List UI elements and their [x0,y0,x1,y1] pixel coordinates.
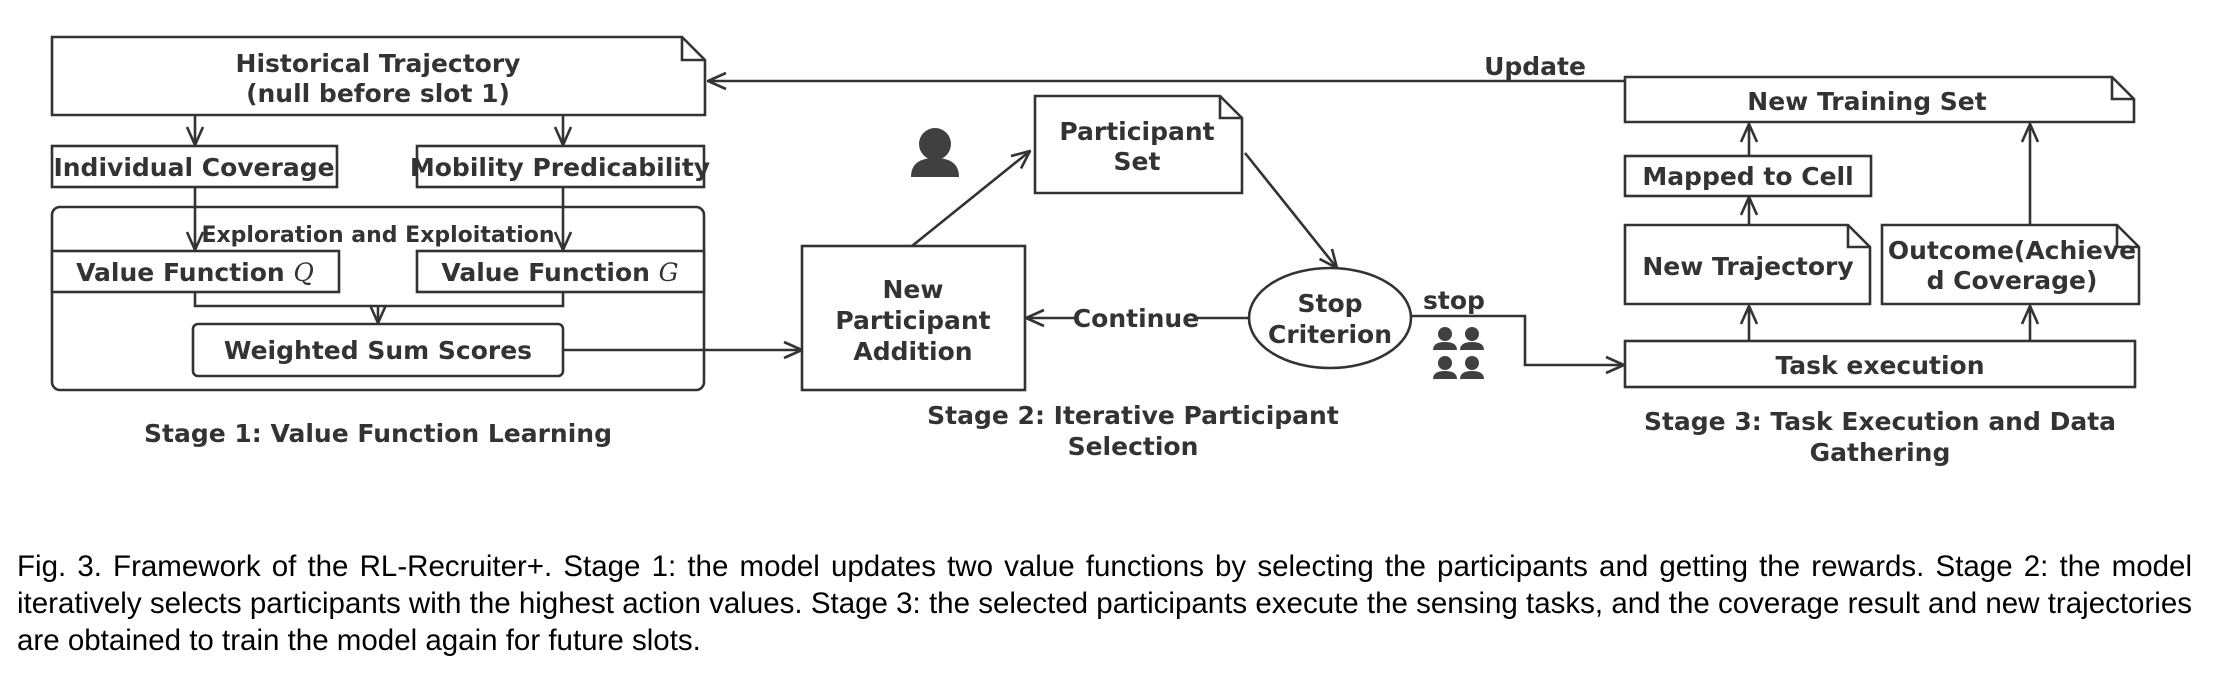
individual-coverage-box [50,144,339,189]
stage3-title: Stage 3: Task Execution and Data [1644,407,2116,436]
mobility-predictability-label: Mobility Predicability [410,153,710,182]
figure-caption: Fig. 3. Framework of the RL-Recruiter+. … [17,550,2192,657]
stop-label: stop [1423,286,1485,315]
new-participant-addition-label-3: Addition [853,337,972,366]
new-training-set-label: New Training Set [1747,87,1986,116]
outcome-label: Outcome(Achieve [1888,236,2136,265]
stage3-group: Update New Training Set Mapped to Cell N… [708,52,2141,467]
people-group-icon [1433,327,1484,379]
historical-trajectory-sublabel: (null before slot 1) [246,79,510,108]
value-function-g-box [415,249,706,294]
value-function-q-box [50,249,341,294]
exploration-exploitation-label: Exploration and Exploitation [201,223,554,248]
new-trajectory-label: New Trajectory [1642,252,1853,281]
task-execution-box [1623,339,2137,389]
new-trajectory-box [1623,223,1872,306]
stage2-title: Stage 2: Iterative Participant [927,401,1339,430]
participant-set-label: Participant [1059,117,1214,146]
individual-coverage-label: Individual Coverage [53,153,334,182]
stage3-title-line2: Gathering [1810,438,1951,467]
mapped-to-cell-label: Mapped to Cell [1642,162,1853,191]
historical-trajectory-label: Historical Trajectory [236,49,521,78]
continue-label: Continue [1073,304,1199,333]
mobility-predictability-box [415,144,706,189]
framework-diagram: Historical Trajectory (null before slot … [50,35,2141,467]
stop-criterion-ellipse [1247,266,1413,370]
new-participant-addition-label-1: New [883,275,944,304]
participant-set-sublabel: Set [1114,147,1161,176]
stop-criterion-sublabel: Criterion [1268,320,1392,349]
new-participant-addition-label-2: Participant [835,306,990,335]
value-function-g-label: Value Function G [441,258,678,287]
person-icon [911,128,959,177]
outcome-box [1880,223,2141,306]
outcome-sublabel: d Coverage) [1927,266,2098,295]
value-function-q-label: Value Function Q [76,258,314,287]
update-label: Update [1484,52,1586,81]
stage1-group: Historical Trajectory (null before slot … [50,35,710,448]
task-execution-label: Task execution [1775,351,1984,380]
weighted-sum-scores-label: Weighted Sum Scores [224,336,532,365]
new-participant-addition-box [800,244,1027,392]
stage2-group: Participant Set New Participant Addition… [800,94,1624,461]
participant-set-box [1033,94,1244,195]
historical-trajectory-box [50,35,707,117]
stop-criterion-label: Stop [1297,289,1362,318]
stage1-title: Stage 1: Value Function Learning [144,419,612,448]
stage2-title-line2: Selection [1068,432,1199,461]
new-training-set-box [1623,75,2136,124]
